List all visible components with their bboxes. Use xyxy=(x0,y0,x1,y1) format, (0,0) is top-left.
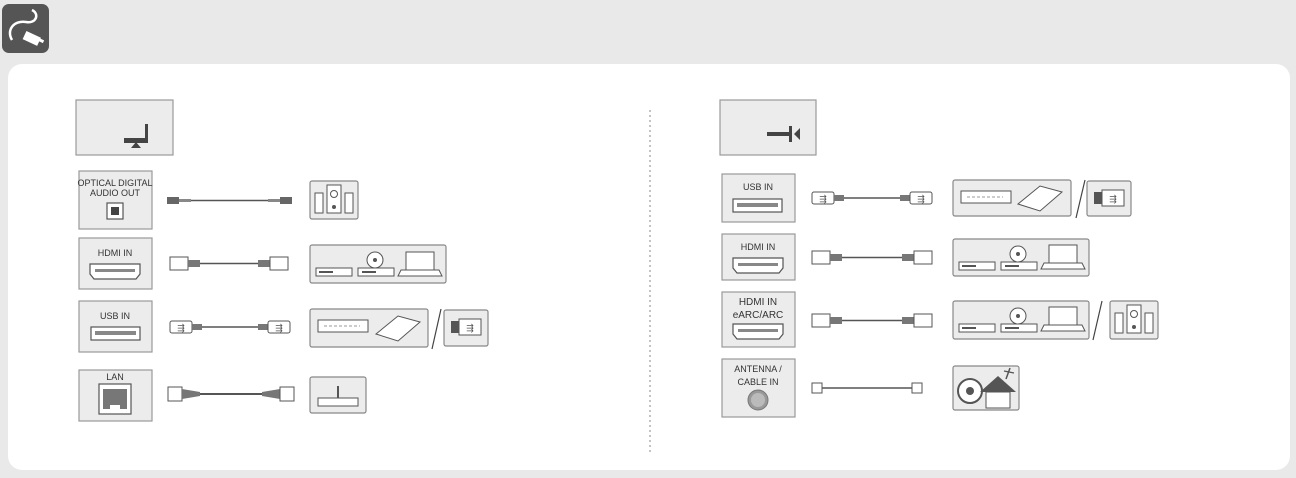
port-label: LAN xyxy=(106,372,124,382)
port-label: eARC/ARC xyxy=(733,310,784,321)
svg-text:⇶: ⇶ xyxy=(917,194,925,204)
svg-text:⇶: ⇶ xyxy=(177,323,185,333)
optical-port-icon xyxy=(106,202,124,220)
svg-text:⇶: ⇶ xyxy=(1109,194,1117,204)
set-top-box-icon xyxy=(958,261,996,271)
usb-flash-drive-icon: ⇶ xyxy=(443,309,489,347)
right-panel: USB IN ⇶ ⇶ xyxy=(719,99,1159,418)
port-row-lan: LAN xyxy=(78,369,367,422)
lan-port-icon xyxy=(98,383,132,415)
or-separator xyxy=(431,308,442,350)
port-label: HDMI IN xyxy=(739,297,777,308)
hdmi-cable xyxy=(169,256,289,271)
hdmi-port-icon xyxy=(732,323,784,340)
usb-port-icon xyxy=(732,198,783,213)
port-label: HDMI IN xyxy=(741,242,776,252)
port-row-usb: USB IN ⇶ ⇶ xyxy=(78,300,489,353)
left-panel: OPTICAL DIGITAL AUDIO OUT xyxy=(75,99,489,422)
external-hdd-icon xyxy=(374,315,422,342)
hdmi-port-icon xyxy=(89,263,141,280)
port-row-hdmi-earc: HDMI IN eARC/ARC xyxy=(721,291,1159,348)
tv-back-indicator xyxy=(75,99,174,156)
hdmi-devices xyxy=(309,244,447,284)
optical-cable xyxy=(167,197,292,204)
set-top-box-icon xyxy=(315,267,353,277)
media-player-icon xyxy=(317,319,369,333)
ethernet-cable xyxy=(167,386,295,402)
usb-devices: ⇶ xyxy=(309,308,489,350)
dvd-player-icon xyxy=(1000,307,1038,333)
antenna-house-icon xyxy=(952,365,1020,411)
earc-devices xyxy=(952,300,1159,341)
port-label: ANTENNA / xyxy=(734,364,782,374)
speaker-system-icon xyxy=(1109,300,1159,340)
hdmi-port-icon xyxy=(732,257,784,274)
diagram-panel xyxy=(8,64,1290,470)
usb-cable: ⇶ ⇶ xyxy=(169,320,291,334)
port-box xyxy=(721,173,796,223)
port-row-hdmi: HDMI IN xyxy=(78,237,447,290)
laptop-icon xyxy=(1040,306,1086,332)
svg-text:⇶: ⇶ xyxy=(275,323,283,333)
usb-cable: ⇶ ⇶ xyxy=(811,191,933,205)
port-label: CABLE IN xyxy=(737,377,778,387)
svg-text:⇶: ⇶ xyxy=(466,323,474,333)
or-separator xyxy=(1092,300,1103,341)
usb-devices: ⇶ xyxy=(952,179,1132,219)
set-top-box-icon xyxy=(958,323,996,333)
hdmi-cable xyxy=(811,313,933,328)
usb-port-icon xyxy=(90,326,141,341)
dvd-player-icon xyxy=(357,251,395,277)
port-row-hdmi: HDMI IN xyxy=(721,233,1090,281)
laptop-icon xyxy=(397,251,443,277)
port-label: USB IN xyxy=(743,182,773,192)
hdmi-cable xyxy=(811,250,933,265)
media-player-icon xyxy=(960,190,1012,204)
laptop-icon xyxy=(1040,244,1086,270)
coax-cable xyxy=(811,382,923,394)
port-row-antenna: ANTENNA / CABLE IN xyxy=(721,358,1020,418)
port-label: USB IN xyxy=(100,311,130,321)
coax-port-icon xyxy=(747,389,769,411)
port-row-optical: OPTICAL DIGITAL AUDIO OUT xyxy=(77,170,359,230)
hdmi-devices xyxy=(952,238,1090,277)
router-icon xyxy=(309,376,367,414)
port-label: AUDIO OUT xyxy=(90,188,141,198)
speaker-system-icon xyxy=(309,180,359,220)
port-label: HDMI IN xyxy=(98,248,133,258)
tv-side-indicator xyxy=(719,99,817,156)
svg-text:⇶: ⇶ xyxy=(819,194,827,204)
port-row-usb: USB IN ⇶ ⇶ xyxy=(721,173,1132,223)
cable-plug-icon xyxy=(2,4,49,53)
port-label: OPTICAL DIGITAL xyxy=(77,178,152,188)
or-separator xyxy=(1075,179,1086,219)
dvd-player-icon xyxy=(1000,245,1038,271)
usb-flash-drive-icon: ⇶ xyxy=(1086,180,1132,217)
external-hdd-icon xyxy=(1016,185,1064,212)
